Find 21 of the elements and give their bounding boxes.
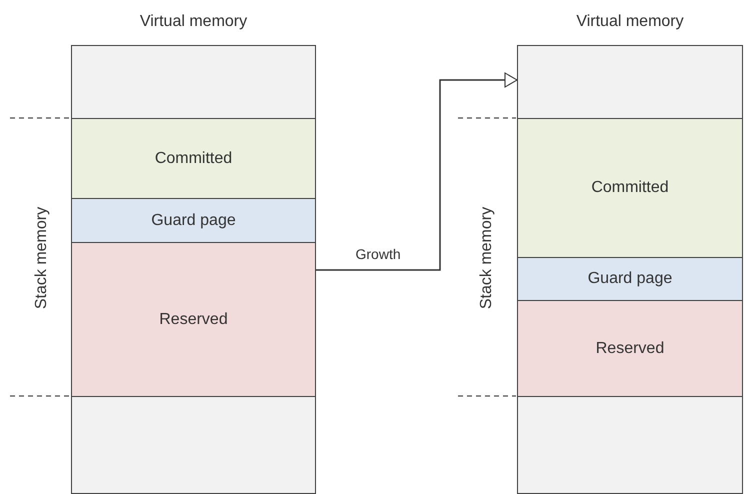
column-heading: Virtual memory xyxy=(575,13,685,31)
column-heading: Virtual memory xyxy=(138,13,248,31)
stack-memory-label: Stack memory xyxy=(478,206,496,310)
memory-region xyxy=(517,118,743,258)
region-label: Reserved xyxy=(596,340,664,358)
memory-region xyxy=(517,257,743,301)
region-label: Committed xyxy=(154,150,232,168)
region-label: Reserved xyxy=(159,310,228,328)
stack-memory-label: Stack memory xyxy=(33,206,52,310)
region-label: Guard page xyxy=(151,212,236,230)
memory-region xyxy=(71,242,316,397)
memory-region xyxy=(517,300,743,397)
region-label: Committed xyxy=(591,179,669,197)
memory-region xyxy=(517,45,743,119)
memory-region xyxy=(517,396,743,494)
memory-region xyxy=(71,198,316,243)
memory-region xyxy=(71,396,316,494)
memory-region xyxy=(71,118,316,199)
region-label: Guard page xyxy=(588,270,672,288)
arrow xyxy=(316,72,518,271)
memory-region xyxy=(71,45,316,119)
